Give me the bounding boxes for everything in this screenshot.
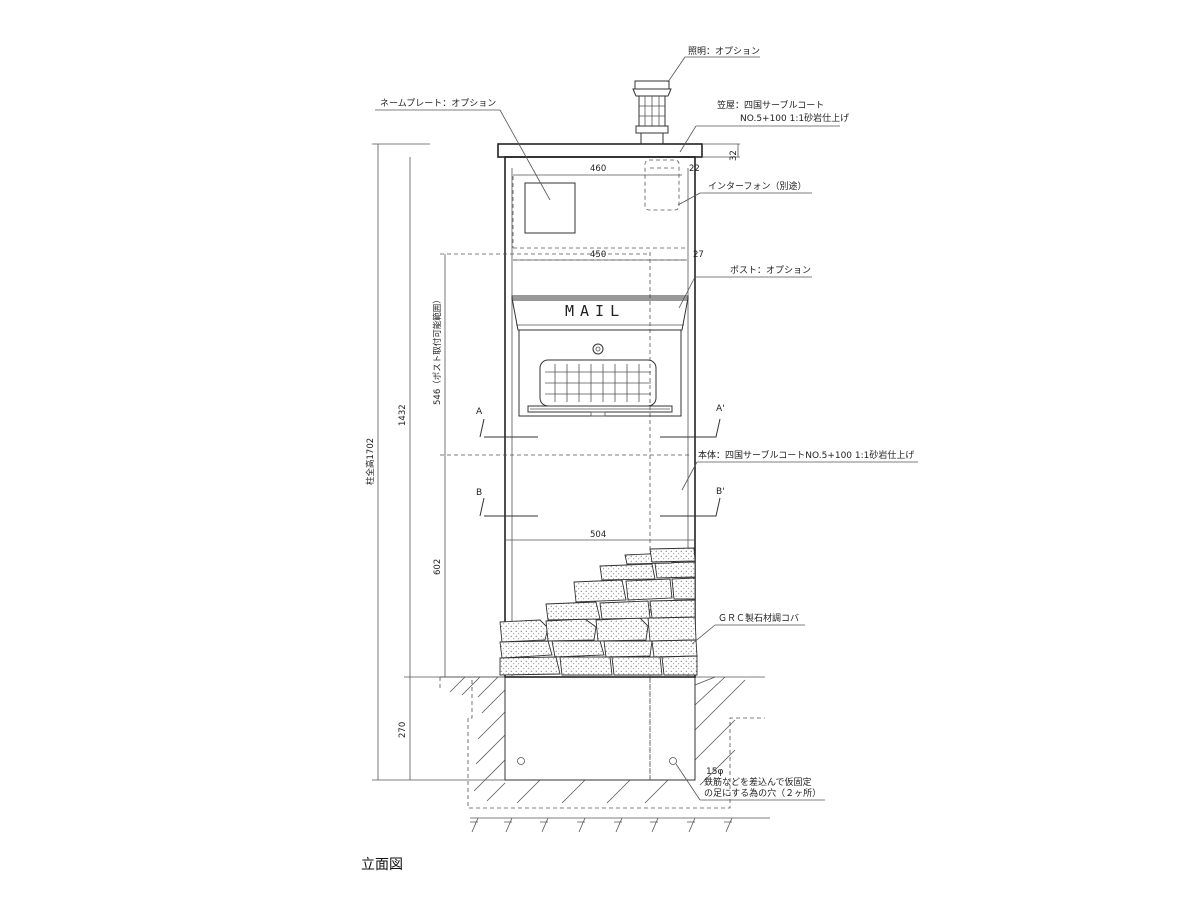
drawing-caption: 立面図 <box>361 857 403 873</box>
anchor-hole-left <box>517 757 525 765</box>
dim-32: 32 <box>729 150 739 161</box>
dim-546: 546（ポスト取付可能範囲） <box>432 295 443 405</box>
label-cap: 笠屋：四国サーブルコート <box>717 99 824 111</box>
section-b-label: B <box>476 488 482 498</box>
dim-22: 22 <box>689 164 700 174</box>
label-lighting: 照明：オプション <box>688 46 760 57</box>
section-markers <box>479 418 721 517</box>
label-cap-spec: NO.5+100 1:1砂岩仕上げ <box>740 112 849 124</box>
dim-460: 460 <box>590 164 606 174</box>
label-nameplate: ネームプレート：オプション <box>380 98 496 109</box>
section-b2-label: B' <box>716 487 725 497</box>
dim-504: 504 <box>590 530 606 540</box>
dim-270: 270 <box>398 722 408 738</box>
label-hole-note-1: 鉄筋などを差込んで仮固定 <box>704 776 812 788</box>
dim-1432: 1432 <box>398 404 408 426</box>
label-intercom: インターフォン（別途） <box>708 180 806 192</box>
lamp <box>632 80 672 145</box>
label-hole-size: 15φ <box>706 767 723 777</box>
cap <box>497 143 703 158</box>
section-a-label: A <box>476 407 483 417</box>
dim-27: 27 <box>693 250 704 260</box>
intercom <box>644 159 680 211</box>
nameplate <box>524 182 576 234</box>
mailbox: MAIL <box>511 295 689 417</box>
grc-stones <box>499 547 698 676</box>
mail-lettering: MAIL <box>565 302 625 320</box>
anchor-hole-right <box>669 757 677 765</box>
pillar-body <box>440 156 696 780</box>
leader-lines <box>375 56 918 801</box>
label-grc: ＧＲＣ製石材調コバ <box>718 612 799 624</box>
dimension-lines <box>372 143 740 781</box>
label-hole-note-2: の足にする為の穴（２ヶ所） <box>704 787 821 799</box>
label-body: 本体：四国サーブルコートNO.5+100 1:1砂岩仕上げ <box>698 449 914 461</box>
foundation <box>439 676 770 833</box>
label-post: ポスト：オプション <box>730 265 811 276</box>
section-a2-label: A' <box>716 404 725 414</box>
dim-450: 450 <box>590 250 606 260</box>
dim-total-height: 柱全高1702 <box>365 438 376 485</box>
dim-602: 602 <box>433 559 443 575</box>
